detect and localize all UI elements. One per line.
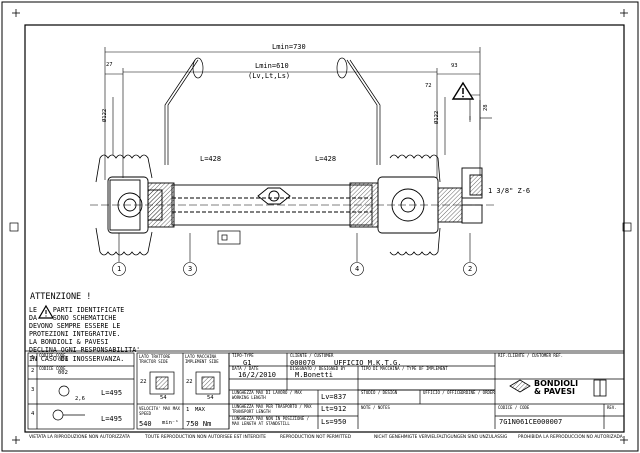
part-code-1: 000: [58, 357, 68, 363]
callout-circle-4: [350, 262, 364, 276]
side-mark-left: [9, 222, 19, 232]
part-dim-3: 2,6: [75, 396, 85, 402]
drawn-label: DISEGNATO / DESIGNED BY: [290, 366, 346, 371]
part-num-2: 2: [31, 368, 35, 374]
dim-l428-right: L=428: [315, 155, 337, 163]
diameter-lines: [112, 97, 446, 155]
part-code-2: 002: [58, 370, 68, 376]
torque-label: MAX: [195, 407, 205, 413]
safety-chains: [164, 57, 381, 165]
callout-3: 3: [188, 265, 193, 273]
tractor-side-header: LATO TRATTORE TRACTOR SIDE: [139, 354, 171, 364]
title-block-grid: [25, 350, 624, 433]
part-code-label-2: CODICE CODE: [39, 366, 66, 371]
dim-right-72: 72: [425, 83, 432, 89]
callout-leaders: [112, 233, 477, 276]
footer-it: VIETATA LA RIPRODUZIONE NON AUTORIZZATA: [29, 435, 130, 440]
dim-left-122: Ø122: [102, 108, 108, 122]
footer-fr: TOUTE REPRODUCTION NON AUTORISEE EST INT…: [145, 435, 267, 440]
dim-lmin-inner-sub: (Lv,Lt,Ls): [248, 72, 291, 80]
type-label: TIPO-TYPE: [232, 353, 254, 358]
notice-title: ATTENZIONE !: [30, 292, 92, 302]
notice-body: LE PARTI IDENTIFICATE DA SONO SCHEMATICH…: [29, 306, 141, 363]
machine-label: TIPO DI MACCHINA / TYPE OF IMPLEMENT: [361, 366, 448, 371]
dim-right-93: 93: [451, 63, 458, 69]
corner-marks: [12, 9, 628, 444]
dim-spline: 1 3/8" Z-6: [488, 187, 531, 195]
dim-lmin-inner: Lmin=610: [255, 62, 289, 70]
speed-value: 540: [139, 420, 152, 428]
dim-left-27: 27: [106, 62, 113, 68]
dim-l428-left: L=428: [200, 155, 222, 163]
cust-ref-label: RIF.CLIENTE / CUSTOMER REF.: [498, 353, 564, 358]
dim-right-28: 28: [483, 104, 489, 111]
part-num-1: 1: [31, 355, 35, 361]
ls-value: Ls=950: [321, 418, 347, 426]
shield-cones: [95, 154, 441, 256]
study-label: STUDIO / DESIGN: [361, 390, 398, 395]
office-label: UFFICIO / OFFICE: [423, 390, 462, 395]
footer-en: REPRODUCTION NOT PERMITTED: [280, 435, 352, 440]
tractor-d1: 22: [140, 379, 147, 385]
date-value: 16/2/2010: [238, 371, 276, 379]
hex-safety-symbol: [257, 187, 291, 205]
dim-right-122: Ø122: [434, 110, 440, 124]
right-yoke: [377, 167, 483, 234]
torque-count: 1: [186, 407, 190, 413]
code-value: 7G1N061CE000007: [499, 418, 563, 426]
callout-1: 1: [117, 265, 122, 273]
part-sketches: [52, 371, 221, 421]
part-length-4: L=495: [101, 415, 123, 423]
ls-desc: LUNGHEZZA MAX NON IN POSIZIONE / MAX LEN…: [232, 416, 310, 426]
client-label: CLIENTE / CUSTOMER: [290, 353, 334, 358]
implement-d1: 22: [186, 379, 193, 385]
date-label: DATA / DATE: [232, 366, 259, 371]
part-code-label-1: CODICE CODE: [39, 353, 66, 358]
side-mark-right: [622, 222, 632, 232]
dim-lmin-total: Lmin=730: [272, 43, 306, 51]
footer-de: NICHT GENEHMIGTE VERVIELFALTIGUNGEN SIND…: [374, 435, 508, 440]
part-num-4: 4: [31, 411, 35, 417]
left-yoke: [107, 176, 163, 234]
rev-label: REV.: [607, 405, 617, 410]
code-label: CODICE / CODE: [498, 405, 530, 410]
type-value: G1: [243, 359, 252, 367]
implement-side-header: LATO MACCHINA IMPLEMENT SIDE: [185, 354, 219, 364]
client-name: UFFICIO M.K.T.G.: [334, 359, 402, 367]
lt-value: Lt=912: [321, 405, 347, 413]
implement-d2: 54: [207, 395, 214, 401]
tractor-d2: 54: [160, 395, 167, 401]
warning-triangle-icon: [451, 81, 475, 100]
torque-value: 750 Nm: [186, 420, 212, 428]
callout-circle-3: [183, 262, 197, 276]
lt-desc: LUNGHEZZA MAX PER TRASPORTO / MAX TRANSP…: [232, 404, 312, 414]
callout-circle-1: [112, 262, 126, 276]
brand-logo: [509, 379, 607, 397]
info-plate-icon: [217, 230, 241, 245]
footer-es: PROHIBIDA LA REPRODUCCION NO AUTORIZADA: [518, 435, 623, 440]
brand-name: BONDIOLI & PAVESI: [534, 379, 579, 396]
notice-warning-icon: [37, 304, 55, 319]
callout-2: 2: [468, 265, 473, 273]
speed-unit: min⁻¹: [162, 420, 179, 426]
order-label: ORDINE / ORDER: [461, 390, 495, 395]
part-length-3: L=495: [101, 389, 123, 397]
lv-desc: LUNGHEZZA MAX DI LAVORO / MAX WORKING LE…: [232, 390, 302, 400]
part-num-3: 3: [31, 387, 35, 393]
client-code: 000070: [290, 359, 316, 367]
speed-label: VELOCITA' MAX MAX SPEED: [139, 406, 180, 416]
lv-value: Lv=837: [321, 393, 347, 401]
drawn-value: M.Bonetti: [295, 371, 333, 379]
note-label: NOTE / NOTES: [361, 405, 390, 410]
callout-4: 4: [355, 265, 360, 273]
callout-circle-2: [463, 262, 477, 276]
